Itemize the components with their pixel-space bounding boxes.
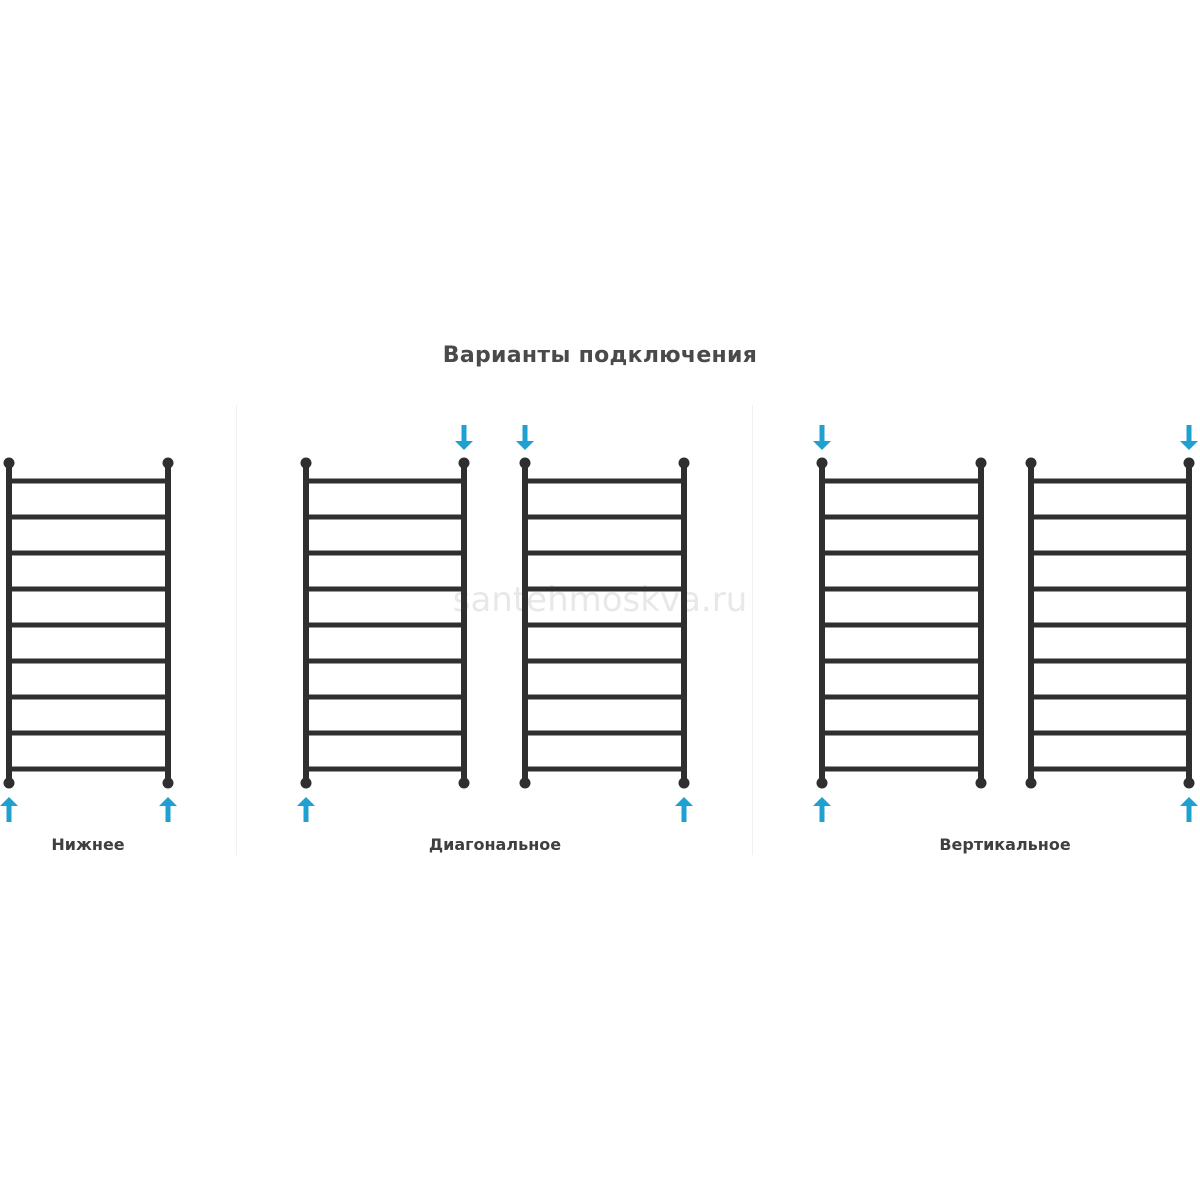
rail-end-cap bbox=[458, 777, 470, 789]
arrow-down-icon bbox=[813, 425, 831, 450]
rail-end-cap bbox=[300, 457, 312, 469]
rail-end-cap bbox=[162, 777, 174, 789]
arrow-up-icon bbox=[1180, 797, 1198, 822]
rail-end-cap bbox=[1025, 777, 1037, 789]
rail-end-cap bbox=[3, 777, 15, 789]
rail-end-cap bbox=[816, 777, 828, 789]
rail-end-cap bbox=[975, 777, 987, 789]
rail-end-cap bbox=[678, 457, 690, 469]
rail-end-cap bbox=[678, 777, 690, 789]
rail-end-cap bbox=[162, 457, 174, 469]
rail-end-cap bbox=[1025, 457, 1037, 469]
arrow-down-icon bbox=[1180, 425, 1198, 450]
rail-end-cap bbox=[975, 457, 987, 469]
arrow-down-icon bbox=[455, 425, 473, 450]
rail-end-cap bbox=[1183, 457, 1195, 469]
group-divider bbox=[752, 405, 753, 855]
rail-end-cap bbox=[300, 777, 312, 789]
rail-end-cap bbox=[458, 457, 470, 469]
arrow-up-icon bbox=[159, 797, 177, 822]
group-label-vertical: Вертикальное bbox=[939, 835, 1071, 854]
arrow-up-icon bbox=[813, 797, 831, 822]
arrow-up-icon bbox=[0, 797, 18, 822]
rail-end-cap bbox=[816, 457, 828, 469]
arrow-up-icon bbox=[297, 797, 315, 822]
group-divider bbox=[236, 405, 237, 855]
group-label-bottom: Нижнее bbox=[51, 835, 125, 854]
rail-end-cap bbox=[3, 457, 15, 469]
rail-end-cap bbox=[1183, 777, 1195, 789]
rail-end-cap bbox=[519, 457, 531, 469]
group-label-diagonal: Диагональное bbox=[428, 835, 562, 854]
arrow-up-icon bbox=[675, 797, 693, 822]
page-title: Варианты подключения bbox=[442, 343, 758, 368]
rail-end-cap bbox=[519, 777, 531, 789]
arrow-down-icon bbox=[516, 425, 534, 450]
